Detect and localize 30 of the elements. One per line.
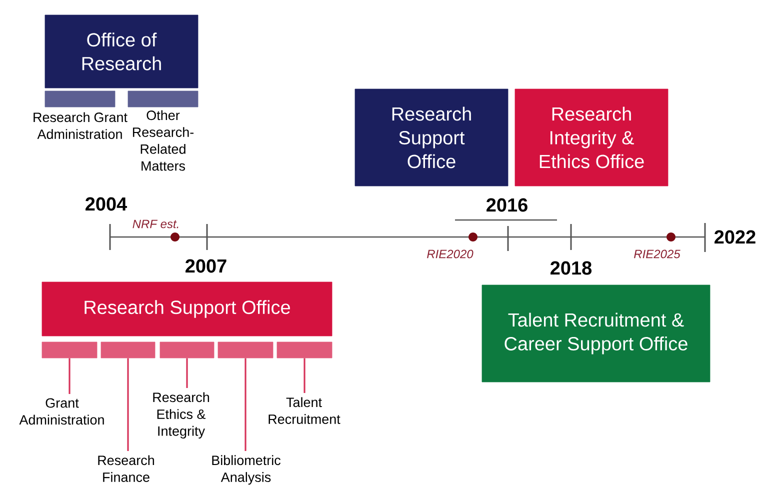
event-label: RIE2025	[634, 250, 680, 258]
connector-line	[304, 358, 306, 393]
office-box: Research Support Office	[42, 282, 332, 336]
unit-bar	[44, 90, 116, 108]
unit-bar	[218, 342, 274, 358]
connector-line	[127, 358, 129, 451]
unit-bar	[128, 90, 198, 108]
event-label: RIE2020	[427, 250, 474, 258]
year-label: 2022	[714, 230, 756, 244]
connector-line	[68, 358, 70, 394]
year-label: 2016	[486, 198, 528, 212]
year-label: 2004	[86, 197, 128, 211]
unit-bar	[160, 342, 214, 358]
unit-label: Grant Administration	[19, 398, 104, 425]
office-box: Research Integrity & Ethics Office	[514, 88, 668, 186]
connector-line	[186, 358, 188, 388]
unit-bar	[42, 342, 98, 358]
connector-line	[244, 358, 246, 451]
office-box: Research Support Office	[354, 88, 508, 186]
unit-label: Research Finance	[98, 455, 154, 482]
office-box: Talent Recruitment & Career Support Office	[482, 284, 710, 382]
unit-label: Other Research-Related Matters	[132, 110, 194, 171]
unit-label: Bibliometric Analysis	[212, 455, 281, 485]
event-label: NRF est.	[132, 220, 178, 228]
unit-bar	[276, 342, 332, 358]
unit-label: Talent Recruitment	[268, 397, 340, 424]
unit-label: Research Grant Administration	[34, 112, 128, 139]
office-box: Office of Research	[44, 14, 198, 88]
unit-label: Research Ethics & Integrity	[153, 392, 209, 439]
unit-bar	[100, 342, 156, 358]
